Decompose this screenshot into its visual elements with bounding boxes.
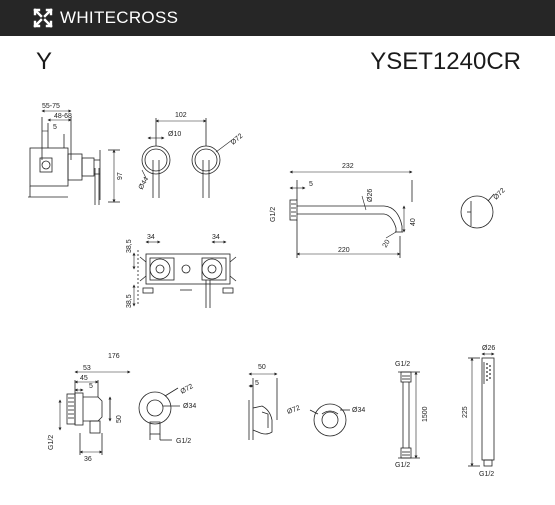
dim-outlet-length: 53 [83, 365, 91, 372]
cross-x-logo-icon [33, 8, 53, 28]
handshower-view [468, 357, 495, 467]
dim-outlet-front-thread: G1/2 [176, 438, 191, 445]
dim-box-lower: 38,5 [126, 294, 133, 308]
dim-hose-thread-top: G1/2 [395, 361, 410, 368]
dim-box-right-offset: 34 [212, 234, 220, 241]
dim-holder-rosette-diameter: Ø72 [286, 405, 301, 416]
hose-view [398, 371, 420, 459]
dim-valve-depth-range: 55-75 [42, 103, 60, 110]
outlet-side-dimension-lines [58, 370, 131, 454]
dim-spout-total-length: 232 [342, 163, 354, 170]
dim-spout-rosette-diameter: Ø72 [492, 187, 506, 201]
dim-outlet-rosette-diameter: Ø72 [180, 383, 195, 396]
dim-box-upper: 38,5 [126, 239, 133, 253]
dim-outlet-bottom: 36 [84, 456, 92, 463]
dim-spout-projection: 220 [338, 247, 350, 254]
header-bar: WHITECROSS [0, 0, 555, 36]
dim-outlet-thread: G1/2 [48, 435, 55, 450]
dim-rosette-diameter: Ø72 [230, 133, 245, 147]
dim-valve-depth-min: 48-68 [54, 113, 72, 120]
dim-handshower-length: 225 [462, 406, 469, 418]
valve-side-view [28, 117, 120, 205]
box-dimension-lines [132, 240, 227, 307]
dim-box-left-offset: 34 [147, 234, 155, 241]
dim-valve-height: 97 [117, 172, 124, 180]
brand-logo: WHITECROSS [32, 7, 178, 29]
dim-outlet-inner-diameter: Ø34 [183, 403, 196, 410]
dim-outlet-offset: 5 [89, 383, 93, 390]
dim-outlet-height: 50 [116, 415, 123, 423]
dim-handles-spacing: 102 [175, 112, 187, 119]
dim-holder-depth: 50 [258, 364, 266, 371]
mounting-box-view [137, 250, 237, 308]
dim-spout-diameter: Ø26 [367, 189, 374, 202]
dim-spout-thread: G1/2 [270, 207, 277, 222]
outlet-side-view [66, 380, 111, 455]
dim-valve-offset: 5 [53, 124, 57, 131]
dim-handle-diameter: Ø44 [138, 176, 151, 191]
dim-holder-offset: 5 [255, 380, 259, 387]
dim-outlet-total: 176 [108, 353, 120, 360]
valve-dimension-lines [41, 109, 116, 203]
dim-spout-offset: 5 [309, 181, 313, 188]
dim-outlet-depth: 45 [80, 375, 88, 382]
dim-holder-inner-diameter: Ø34 [352, 407, 365, 414]
spout-rosette-view [460, 193, 495, 229]
dim-spout-height: 40 [410, 218, 417, 226]
holder-dimension-lines [248, 372, 278, 388]
dim-spout-tip: 20 [382, 239, 392, 249]
dim-lever-diameter: Ø10 [168, 131, 181, 138]
handshower-dimension-lines [470, 352, 495, 467]
spout-side-view [289, 180, 413, 258]
dim-hose-thread-bottom: G1/2 [395, 462, 410, 469]
spout-dimension-lines [289, 170, 413, 256]
model-code: YSET1240CR [370, 48, 521, 75]
dim-hose-length: 1500 [422, 406, 429, 422]
outlet-front-view [138, 387, 180, 441]
handles-front-view [141, 118, 221, 198]
brand-name: WHITECROSS [60, 8, 179, 27]
handles-dimension-lines [141, 119, 233, 179]
dim-handshower-thread: G1/2 [479, 471, 494, 478]
holder-front-view [309, 403, 350, 437]
series-label: Y [36, 48, 53, 75]
holder-side-view [248, 378, 278, 440]
dim-handshower-diameter: Ø26 [482, 345, 495, 352]
